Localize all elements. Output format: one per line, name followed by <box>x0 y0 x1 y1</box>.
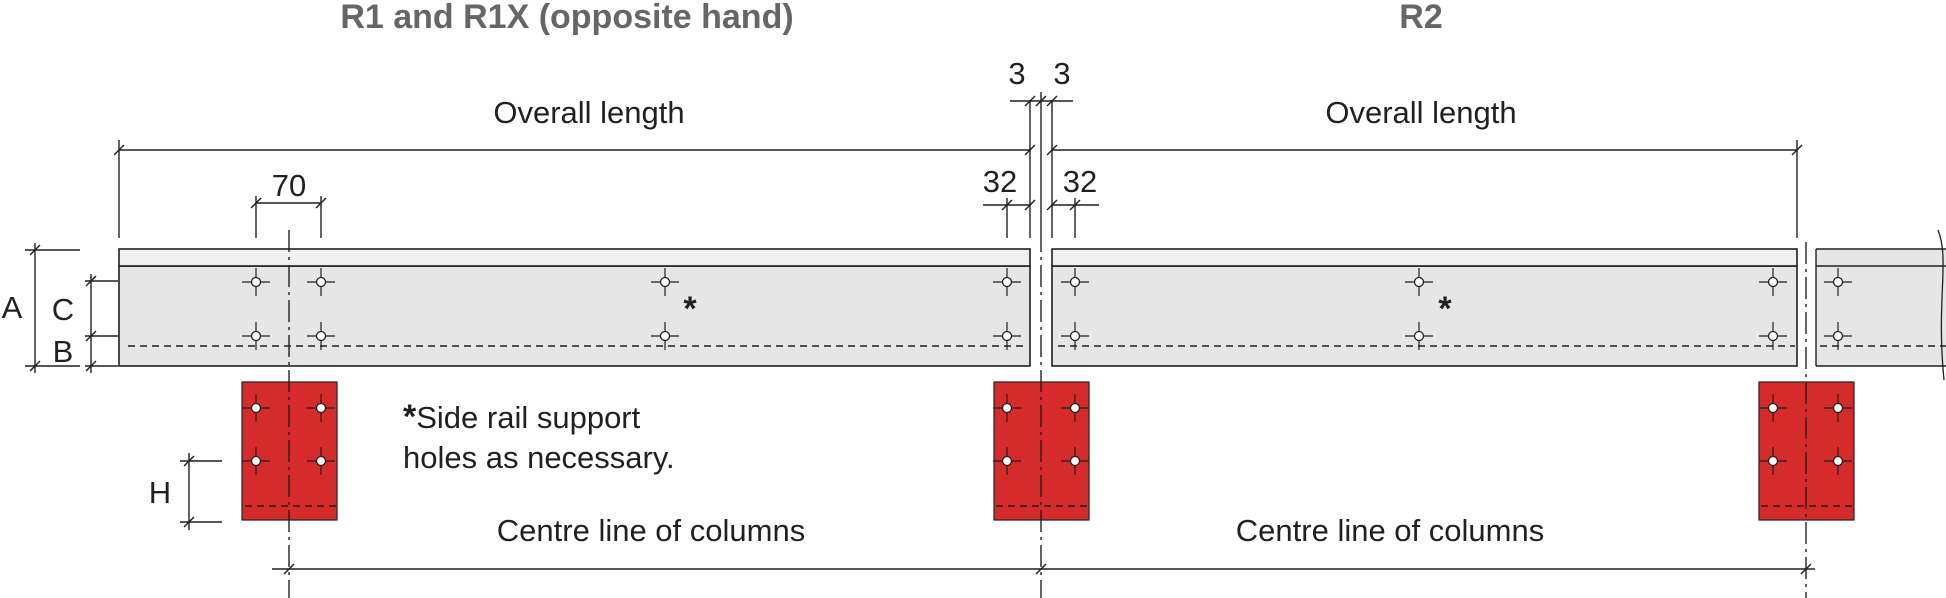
bolt-hole <box>1824 322 1852 350</box>
bolt-hole <box>242 394 270 422</box>
rail-next-partial <box>1815 229 1946 381</box>
bolt-hole <box>307 394 335 422</box>
title-r2: R2 <box>1399 0 1442 36</box>
bolt-hole <box>1824 268 1852 296</box>
note-line-1: *Side rail support <box>403 398 641 436</box>
bolt-hole <box>651 322 679 350</box>
bolt-hole <box>1061 447 1089 475</box>
bolt-hole <box>993 322 1021 350</box>
bolt-hole <box>242 322 270 350</box>
note-star: * <box>403 398 417 436</box>
dimension-h-label: H <box>149 475 171 510</box>
end-offset-dimension-right: 32 <box>1046 164 1099 238</box>
bolt-holes <box>242 268 1852 475</box>
bolt-hole <box>1405 322 1433 350</box>
rail-r1 <box>118 248 1031 367</box>
gap-dimension: 3 3 <box>1008 56 1073 230</box>
depth-dimensions: A C B <box>2 243 118 373</box>
rail-r2 <box>1051 248 1798 367</box>
bolt-hole <box>1824 394 1852 422</box>
centre-line-label-left: Centre line of columns <box>497 513 805 548</box>
bolt-hole <box>242 447 270 475</box>
bolt-hole <box>307 322 335 350</box>
gap-label-right: 3 <box>1053 56 1070 91</box>
support-holes-note: *Side rail support holes as necessary. <box>403 398 675 475</box>
bolt-hole <box>1061 268 1089 296</box>
end-offset-label-right: 32 <box>1063 164 1097 199</box>
dimension-a-label: A <box>2 290 23 325</box>
bolt-hole <box>1759 394 1787 422</box>
gap-label-left: 3 <box>1008 56 1025 91</box>
bolt-hole <box>307 447 335 475</box>
end-offset-dimension-left: 32 <box>983 164 1036 238</box>
overall-length-dimension-left: Overall length <box>113 95 1036 238</box>
bolt-hole <box>1061 322 1089 350</box>
bolt-hole <box>1759 268 1787 296</box>
overall-length-label-right: Overall length <box>1325 95 1516 130</box>
overall-length-label-left: Overall length <box>493 95 684 130</box>
bolt-hole <box>1759 447 1787 475</box>
bolt-hole <box>1824 447 1852 475</box>
note-line-2: holes as necessary. <box>403 440 675 475</box>
centre-line-dimension-left: Centre line of columns <box>272 513 1047 575</box>
dimension-b-label: B <box>53 334 74 369</box>
hole-pitch-label: 70 <box>272 168 306 203</box>
overall-length-dimension-right: Overall length <box>1046 95 1803 238</box>
dimension-h: H <box>149 453 222 530</box>
end-offset-label-left: 32 <box>983 164 1017 199</box>
bolt-hole <box>1405 268 1433 296</box>
centre-line-dimension-right: Centre line of columns <box>1041 513 1815 575</box>
dimension-c-label: C <box>52 292 74 327</box>
bolt-hole <box>993 268 1021 296</box>
title-r1: R1 and R1X (opposite hand) <box>340 0 793 36</box>
centre-line-label-right: Centre line of columns <box>1236 513 1544 548</box>
bolt-hole <box>651 268 679 296</box>
note-text-1: Side rail support <box>416 400 640 435</box>
asterisk-r1: * <box>683 290 697 328</box>
hole-pitch-dimension: 70 <box>250 168 327 238</box>
bolt-hole <box>242 268 270 296</box>
asterisk-r2: * <box>1438 290 1452 328</box>
bolt-hole <box>993 447 1021 475</box>
bolt-hole <box>1061 394 1089 422</box>
bolt-hole <box>307 268 335 296</box>
bolt-hole <box>1759 322 1787 350</box>
bolt-hole <box>993 394 1021 422</box>
